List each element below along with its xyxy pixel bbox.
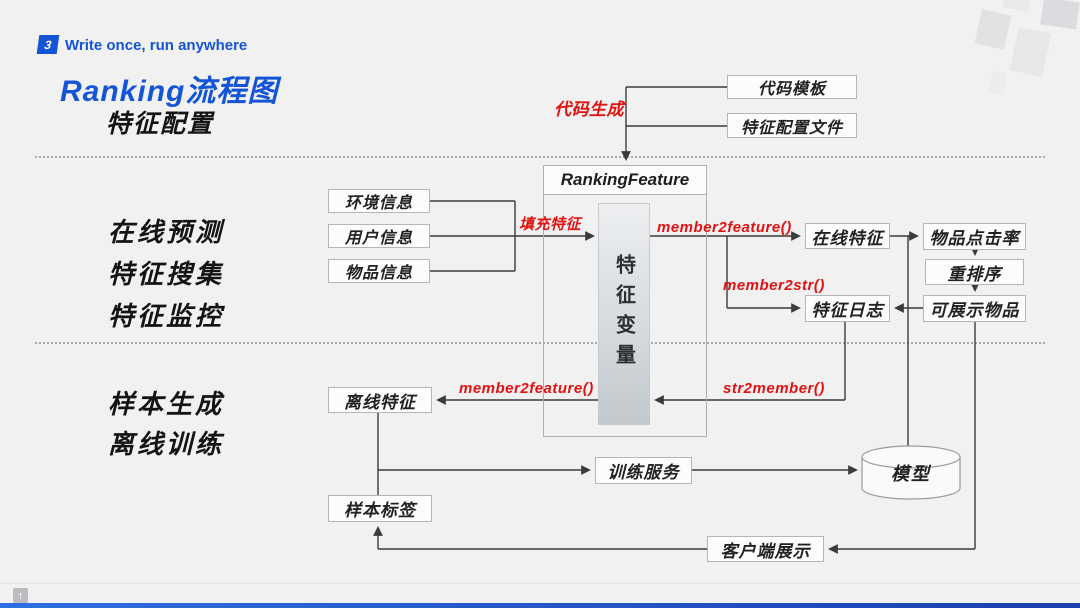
edge-label-str2member: str2member() [723,380,825,397]
node-online-feature: 在线特征 [805,223,890,249]
node-item-ctr: 物品点击率 [923,223,1026,250]
label-online-predict: 在线预测 [108,217,225,247]
node-training-service: 训练服务 [595,457,692,484]
edge-label-fill-feature: 填充特征 [519,216,582,233]
node-feature-variable: 特征变量 [598,203,650,425]
node-feature-config-file: 特征配置文件 [727,113,857,138]
page-subtitle: 特征配置 [106,110,215,138]
edge-label-member2feature-online: member2feature() [657,219,792,236]
node-offline-feature: 离线特征 [328,387,432,413]
section-divider-bottom [35,342,1045,344]
node-user-info: 用户信息 [328,224,430,248]
node-feature-log: 特征日志 [805,295,890,322]
node-env-info: 环境信息 [328,189,430,213]
ranking-feature-container: RankingFeature [543,165,707,437]
node-model-label: 模型 [891,464,931,484]
label-offline-train: 离线训练 [108,429,225,459]
watermark-logo-icon: ↑ [13,588,28,603]
node-item-info: 物品信息 [328,259,430,283]
slide-number-badge: 3 [36,35,60,54]
node-client-display: 客户端展示 [707,536,824,562]
node-sample-label: 样本标签 [328,495,432,522]
ranking-feature-title: RankingFeature [544,166,706,195]
bottom-accent-bar [0,603,1080,608]
edge-label-member2str: member2str() [723,277,825,294]
slide-tagline: Write once, run anywhere [65,37,248,54]
label-feature-collect: 特征搜集 [108,259,225,289]
footer-divider [0,583,1080,584]
page-title: Ranking流程图 [60,75,279,108]
label-sample-gen: 样本生成 [108,389,225,419]
section-divider-top [35,156,1045,158]
node-displayable-items: 可展示物品 [923,295,1026,322]
edge-label-member2feature-offline: member2feature() [459,380,594,397]
label-feature-monitor: 特征监控 [108,301,225,331]
node-code-template: 代码模板 [727,75,857,99]
node-rerank: 重排序 [925,259,1024,285]
edge-label-code-gen: 代码生成 [554,100,624,119]
